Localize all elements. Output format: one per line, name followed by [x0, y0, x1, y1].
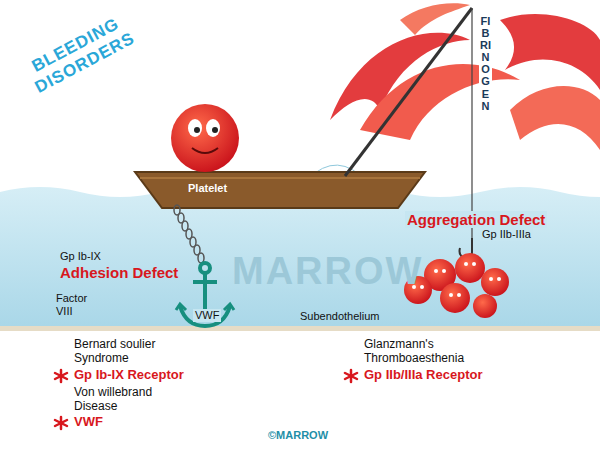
layer-label: Subendothelium: [300, 310, 380, 323]
copyright: ©MARROW: [268, 429, 328, 442]
defect-heading: Adhesion Defect: [60, 264, 178, 281]
anchor-chain: [174, 205, 204, 263]
receptor-label: Gp Ib-IX: [60, 250, 101, 263]
disease-name: Von willebrand Disease: [74, 386, 184, 414]
defect-cause: VWF: [74, 415, 103, 430]
platelet-label: Platelet: [188, 182, 227, 195]
fibrinogen-swirl: [330, 3, 600, 150]
boat: [135, 172, 425, 208]
disease-name: Glanzmann's Thromboaesthenia: [364, 338, 504, 366]
factor-label: Factor VIII: [56, 292, 100, 317]
defect-heading: Aggregation Defect: [405, 211, 547, 228]
platelet-creature: [171, 104, 239, 172]
anchor-label: VWF: [193, 309, 221, 322]
subendothelium-band: [0, 326, 600, 331]
defect-cause: Gp Ib-IX Receptor: [74, 368, 184, 383]
defect-cause: Gp IIb/IIIa Receptor: [364, 368, 482, 383]
anchor: [176, 263, 234, 326]
fishing-line: [471, 8, 472, 240]
fibrinogen-label: FIBRINOGEN: [479, 14, 492, 113]
disease-name: Bernard soulier Syndrome: [74, 338, 184, 366]
receptor-label: Gp IIb-IIIa: [480, 228, 533, 241]
diagram-title: BLEEDING DISORDERS: [19, 9, 142, 99]
fishing-rod: [345, 8, 472, 176]
watermark: MARROW: [232, 250, 423, 294]
